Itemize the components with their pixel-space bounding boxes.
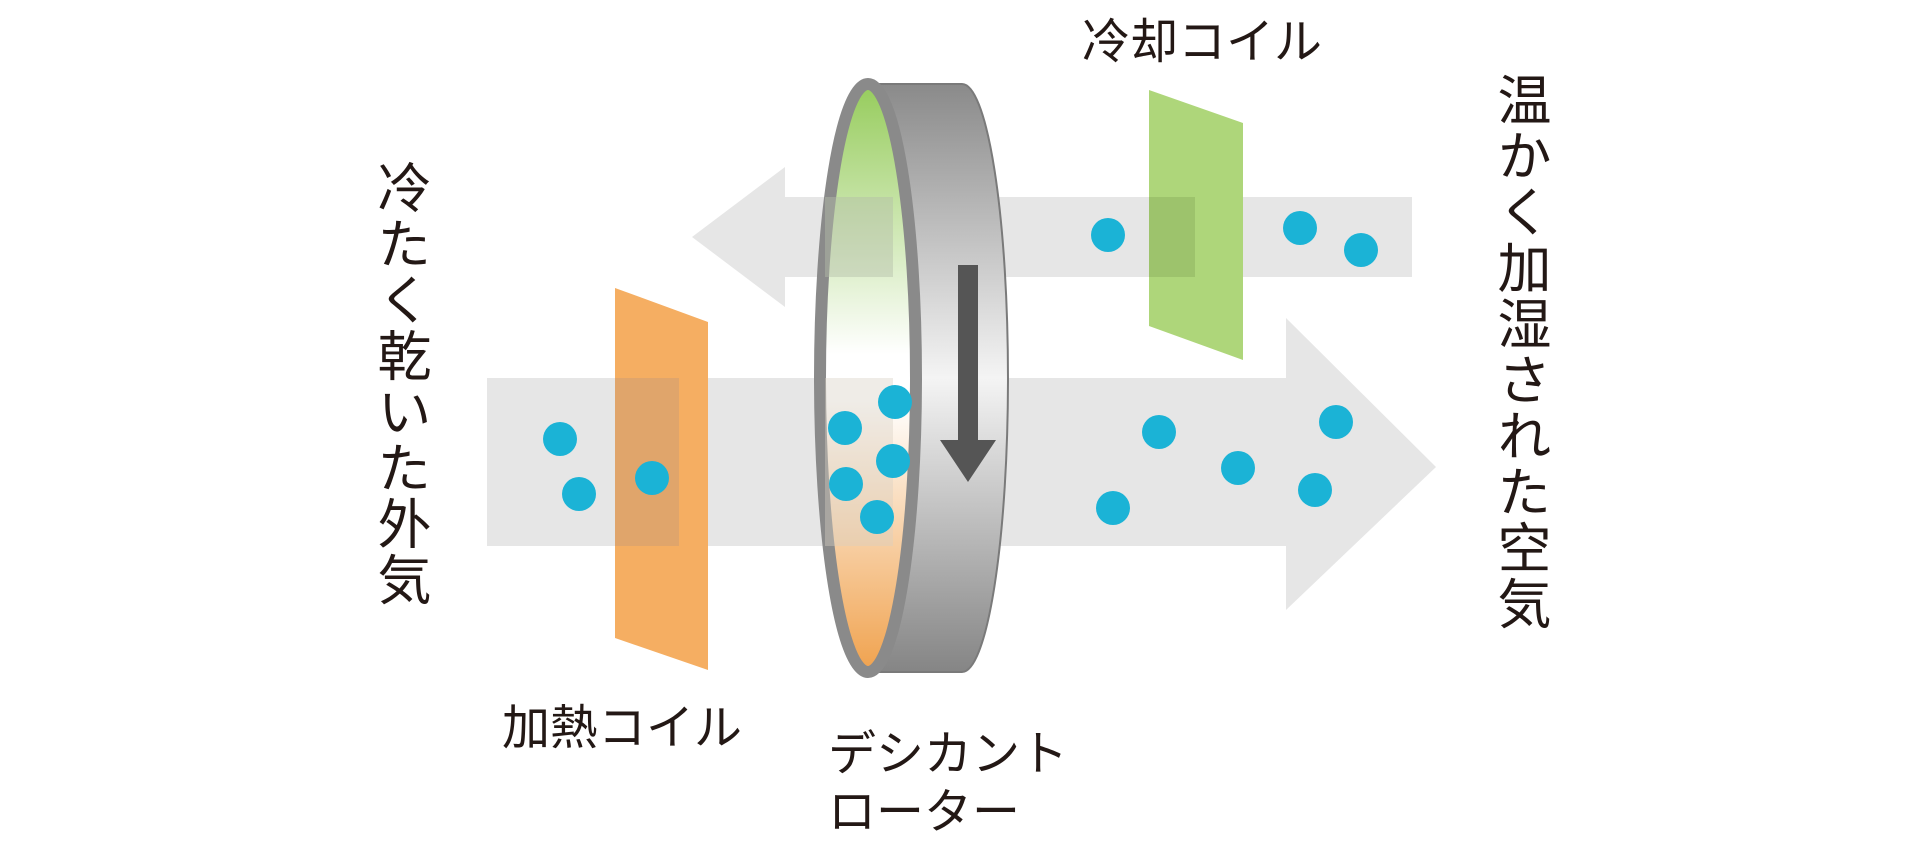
water-droplets — [543, 211, 1378, 534]
cooling-coil — [1149, 90, 1243, 360]
droplet — [876, 444, 910, 478]
supply-air-label: 温かく加湿された空気 — [1488, 72, 1551, 632]
rotation-arrow — [940, 265, 996, 482]
droplet — [1142, 415, 1176, 449]
heating-coil-label: 加熱コイル — [502, 700, 743, 756]
droplet — [1221, 451, 1255, 485]
droplet — [635, 461, 669, 495]
droplet — [1091, 218, 1125, 252]
droplet — [543, 422, 577, 456]
cooling-coil-label: 冷却コイル — [1082, 14, 1323, 70]
cooling-coil-overlap — [1149, 197, 1195, 277]
droplet — [860, 500, 894, 534]
outside-air-label: 冷たく乾いた外気 — [368, 160, 431, 608]
droplet — [1283, 211, 1317, 245]
rotor-label-line2: ローター — [828, 784, 1021, 840]
droplet — [1096, 491, 1130, 525]
droplet — [1344, 233, 1378, 267]
droplet — [562, 477, 596, 511]
rotor-label-line1: デシカント — [828, 726, 1069, 782]
desiccant-rotor — [814, 78, 1009, 678]
rotor-overlap-upper — [825, 197, 893, 277]
droplet — [829, 467, 863, 501]
droplet — [828, 411, 862, 445]
droplet — [1319, 405, 1353, 439]
droplet — [1298, 473, 1332, 507]
droplet — [878, 385, 912, 419]
